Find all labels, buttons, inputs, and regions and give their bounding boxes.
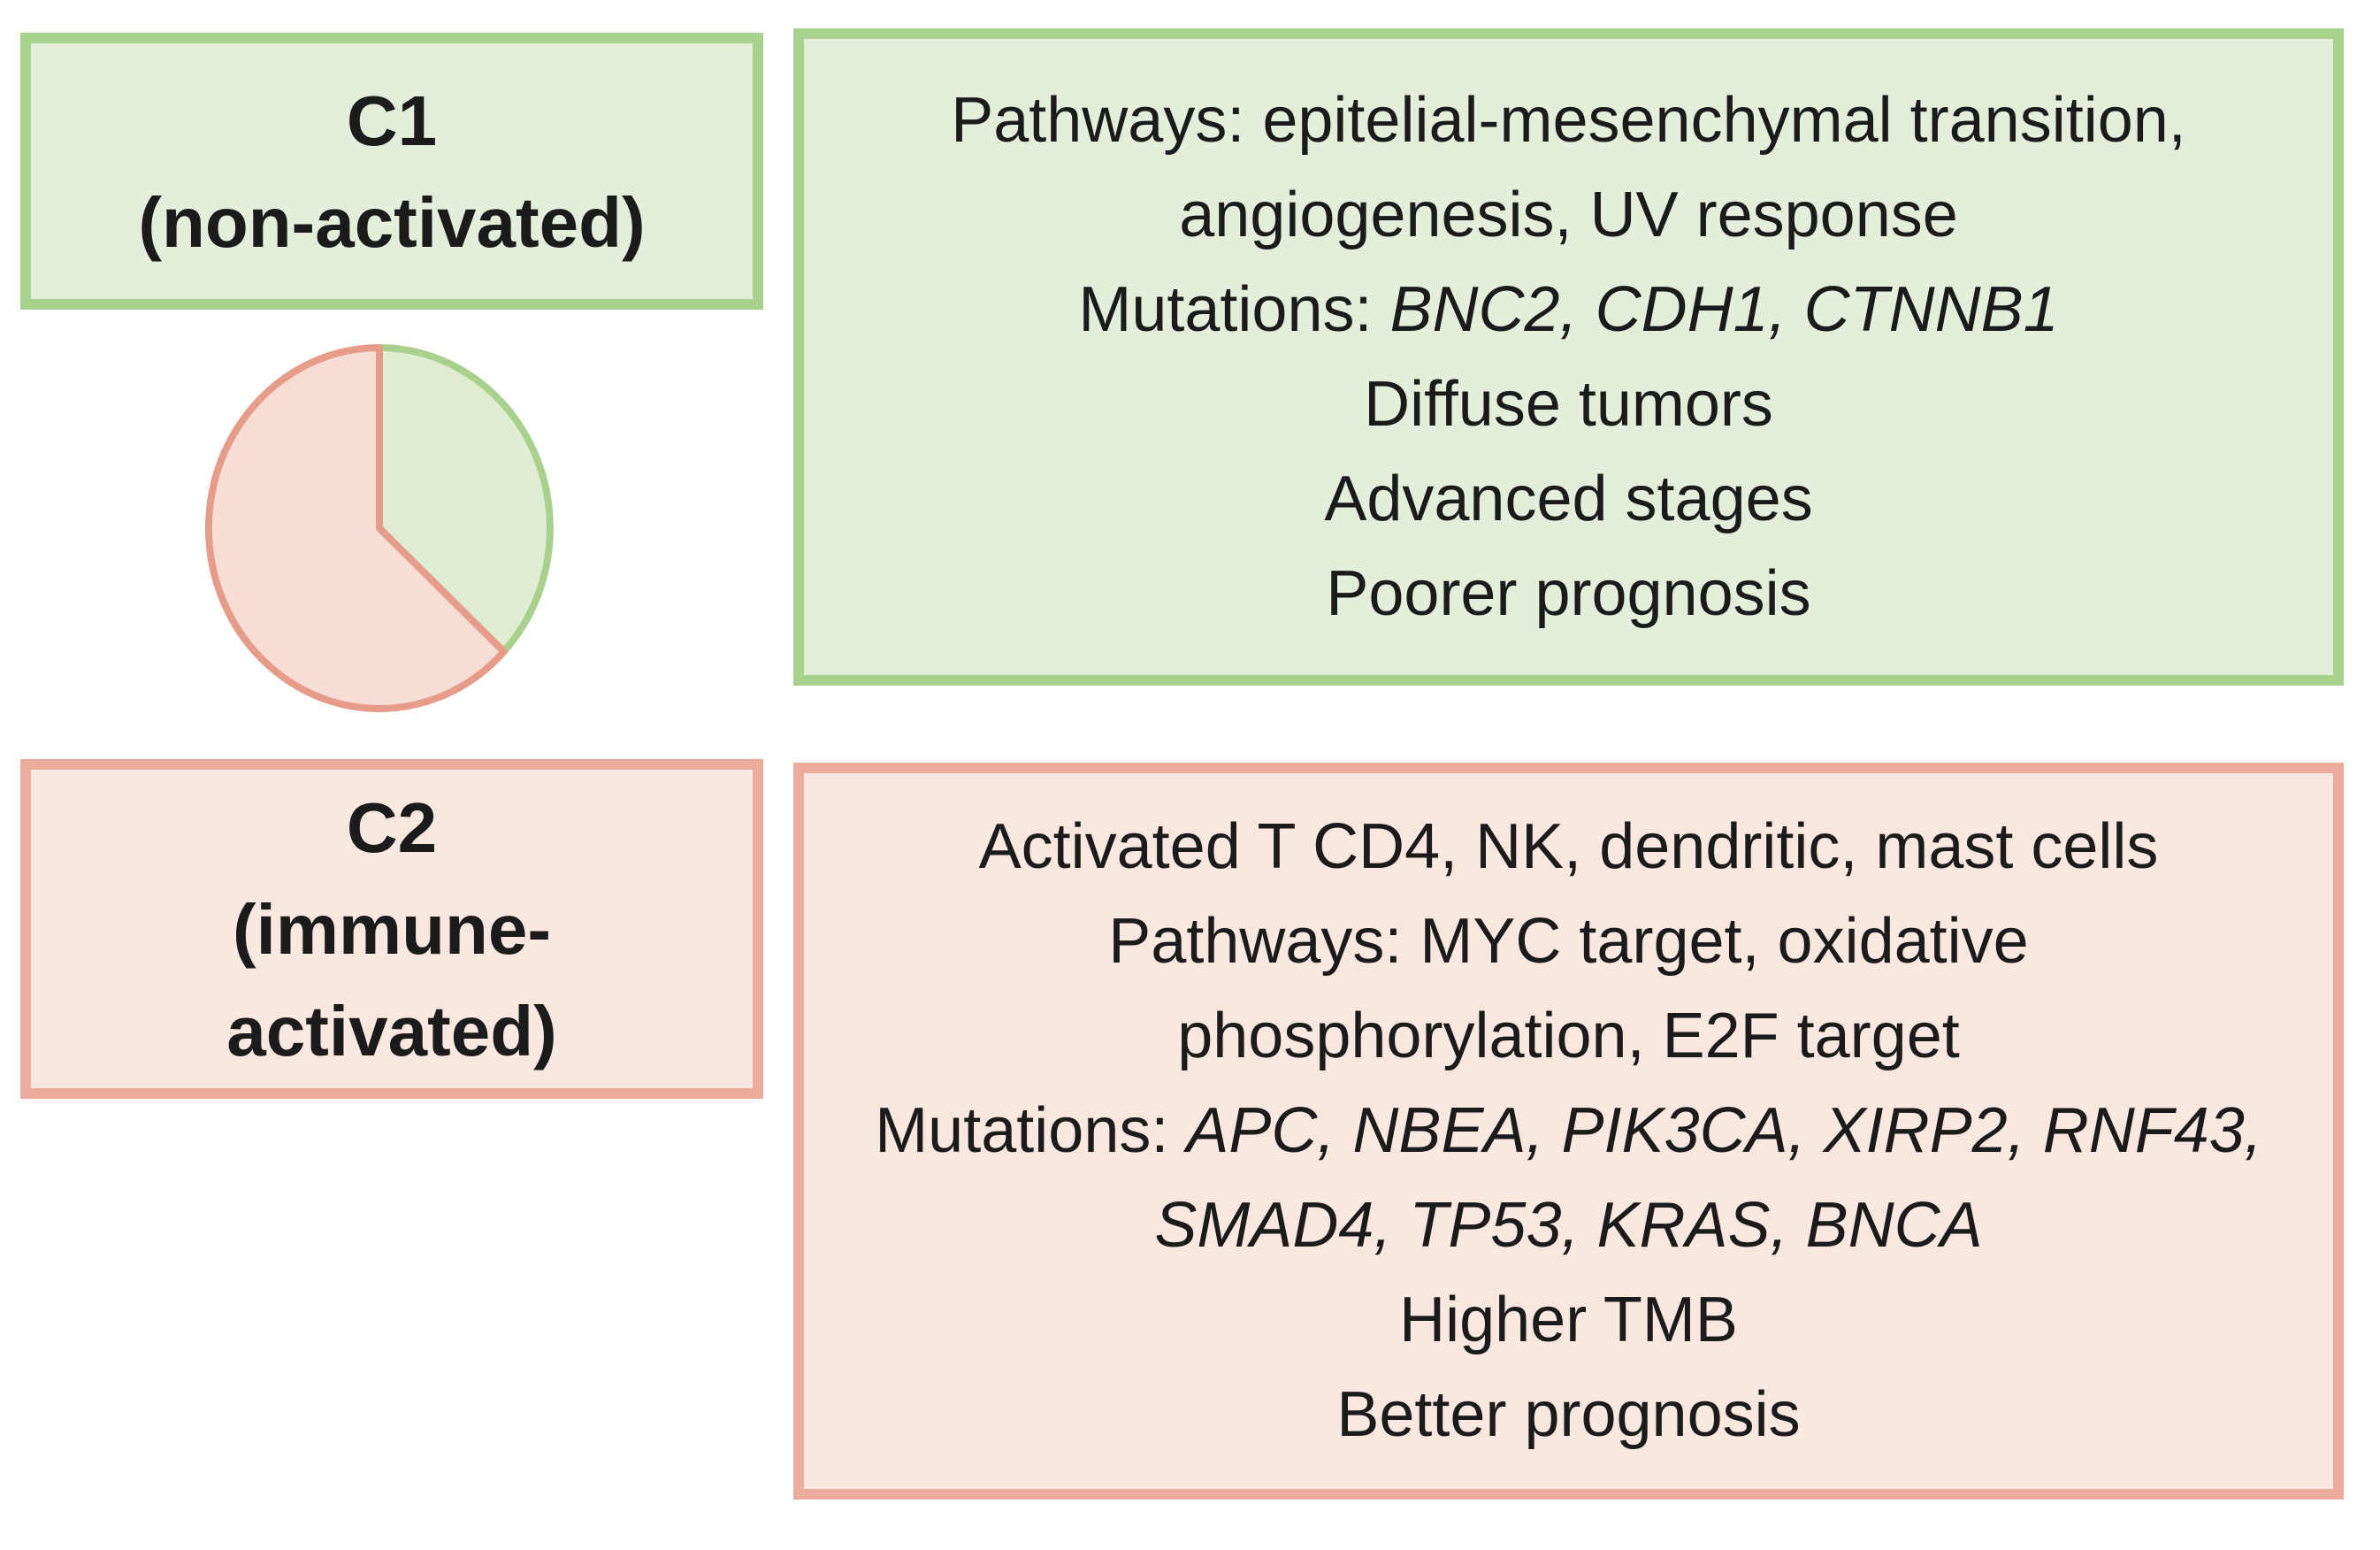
c2-label-box: C2 (immune- activated): [20, 759, 763, 1099]
cluster-pie-chart: [185, 329, 574, 727]
detail-line: Diffuse tumors: [1364, 368, 1773, 440]
detail-line: Activated T CD4, NK, dendritic, mast cel…: [978, 811, 2159, 882]
detail-line: SMAD4, TP53, KRAS, BNCA: [1154, 1190, 1983, 1261]
c1-details-text: Pathways: epitelial-mesenchymal transiti…: [951, 73, 2186, 641]
detail-line: Pathways: epitelial-mesenchymal transiti…: [951, 84, 2186, 156]
c1-subtitle: (non-activated): [138, 182, 646, 262]
c1-label-box: C1 (non-activated): [20, 33, 763, 310]
detail-line: phosphorylation, E2F target: [1177, 1001, 1960, 1071]
c1-details-box: Pathways: epitelial-mesenchymal transiti…: [793, 28, 2344, 686]
detail-line: Better prognosis: [1336, 1379, 1801, 1450]
detail-line: Pathways: MYC target, oxidative: [1108, 906, 2029, 977]
detail-line: Advanced stages: [1324, 463, 1813, 534]
c2-details-text: Activated T CD4, NK, dendritic, mast cel…: [875, 800, 2262, 1462]
detail-line: angiogenesis, UV response: [1179, 179, 1958, 250]
detail-line: Higher TMB: [1399, 1285, 1738, 1355]
pie-slice-c2: [204, 344, 508, 712]
c2-title: C2: [346, 787, 438, 867]
detail-line: Mutations: APC, NBEA, PIK3CA, XIRP2, RNF…: [875, 1095, 2262, 1166]
pie-chart-svg: [204, 344, 554, 712]
c2-subtitle-line2: activated): [226, 991, 557, 1070]
c1-title: C1: [346, 81, 438, 160]
detail-line: Mutations: BNC2, CDH1, CTNNB1: [1078, 273, 2059, 345]
pie-slice-c1: [376, 344, 554, 656]
c2-subtitle-line1: (immune-: [233, 889, 551, 969]
c2-details-box: Activated T CD4, NK, dendritic, mast cel…: [793, 763, 2344, 1500]
detail-line: Poorer prognosis: [1326, 557, 1811, 629]
